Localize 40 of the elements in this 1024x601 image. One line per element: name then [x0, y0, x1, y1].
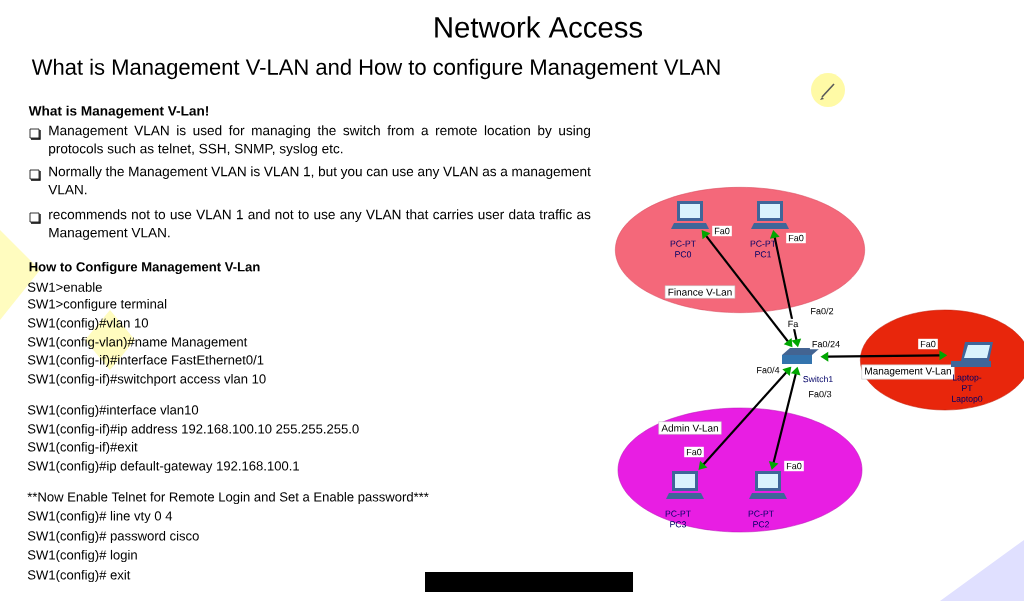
bullet-item: Normally the Management VLAN is VLAN 1, but you can use any VLAN as a management VLAN. [29, 166, 591, 195]
code-line: SW1(config)# password cisco [27, 530, 199, 544]
vlan-label: Finance V-Lan [664, 285, 736, 299]
code-line: SW1(config-vlan)#name Management [27, 336, 248, 350]
port-label: Fa0 [684, 446, 704, 458]
port-label: Fa0/4 [754, 364, 782, 376]
code-line: SW1(config-if)#switchport access vlan 10 [27, 373, 266, 387]
port-label: Fa0 [786, 232, 806, 244]
code-line: SW1(config)# exit [27, 569, 131, 583]
code-line: SW1(config)#interface vlan10 [27, 404, 199, 418]
code-line: SW1(config-if)#interface FastEthernet0/1 [27, 354, 264, 368]
code-line: SW1(config-if)#exit [27, 441, 138, 455]
code-line: SW1(config)#vlan 10 [27, 317, 148, 331]
code-line: SW1(config)# login [27, 549, 137, 563]
code-line: SW1(config)#ip default-gateway 192.168.100.1 [27, 460, 299, 474]
port-label: Fa0 [712, 225, 732, 237]
device-label: Switch1 [803, 375, 833, 383]
vlan-label: Admin V-Lan [658, 421, 722, 435]
port-label: Fa0 [784, 460, 804, 472]
bullet-item: Management VLAN is used for managing the switch from a remote location by using protocols such as telnet, SSH, SNMP, syslog etc. [29, 125, 590, 157]
heading: What is Management V-Lan! [28, 105, 209, 119]
device-label: PC-PT PC2 [748, 510, 774, 528]
device-label: Laptop-PT Laptop0 [952, 374, 983, 404]
code-line: SW1(config-if)#ip address 192.168.100.10 255.255.255.0 [27, 423, 359, 437]
device-label: PC-PT PC3 [665, 510, 691, 528]
device-label: PC-PT PC0 [670, 240, 696, 258]
port-label: Fa0/24 [809, 338, 843, 350]
subtitle: What is Management V-LAN and How to configure Management VLAN [31, 58, 720, 80]
port-label: Fa0/2 [808, 305, 836, 317]
code-line: SW1(config)# line vty 0 4 [27, 510, 173, 524]
code-line: SW1>enable [27, 282, 102, 292]
note: **Now Enable Telnet for Remote Login and Set a Enable password*** [27, 491, 429, 505]
port-label: Fa [785, 318, 801, 330]
port-label: Fa0 [918, 338, 938, 350]
heading: How to Configure Management V-Lan [29, 261, 260, 275]
bullet-item: recommends not to use VLAN 1 and not to use any VLAN that carries user data traffic as Management VLAN. [29, 209, 591, 241]
title: Network Access [435, 16, 643, 38]
device-label: PC-PT PC1 [750, 240, 776, 258]
port-label: Fa0/3 [806, 388, 834, 400]
code-line: SW1>configure terminal [27, 298, 167, 312]
